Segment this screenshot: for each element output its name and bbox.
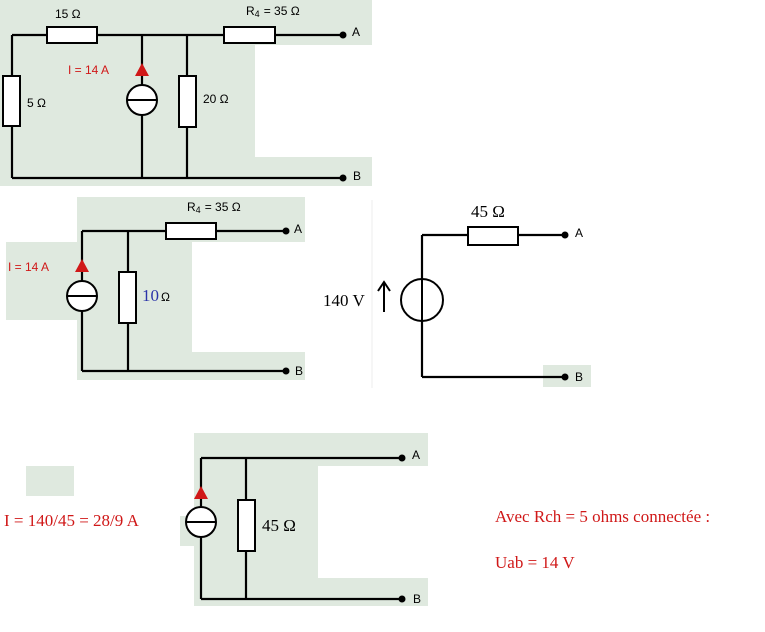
circuit-2-terminal-a-label: A [294, 222, 302, 236]
circuit-2-label-r4: R4= 35 Ω [187, 200, 241, 215]
circuit-1-terminal-a-dot [339, 31, 347, 39]
circuit-2-resistor-10-ohm [118, 271, 137, 324]
circuit-1-label-current: I = 14 A [68, 63, 109, 77]
circuit-1-terminal-a-label: A [352, 25, 360, 39]
circuit-1-resistor-r4 [223, 26, 276, 44]
circuit-4-current-arrow-icon [194, 486, 208, 499]
circuit-1-background-gap [255, 45, 372, 157]
circuit-3-terminal-a-dot [561, 231, 569, 239]
circuit-1: 15 Ω R4= 35 Ω I = 14 A 5 Ω 20 Ω A B [0, 0, 372, 186]
circuit-1-resistor-20-ohm [178, 75, 197, 128]
circuit-1-label-r4: R4= 35 Ω [246, 4, 300, 19]
circuit-2-background-gap [192, 242, 305, 352]
circuit-2-current-arrow-icon [75, 259, 89, 272]
circuit-4-formula-background [26, 466, 74, 496]
note-load-resistance: Avec Rch = 5 ohms connectée : [495, 507, 710, 526]
circuit-3-terminal-b-dot [561, 373, 569, 381]
circuit-1-current-arrow-icon [135, 63, 149, 76]
circuit-4-label-current-formula: I = 140/45 = 28/9 A [4, 511, 140, 530]
circuit-4-terminal-b-dot [398, 595, 406, 603]
circuit-3-terminal-b-label: B [575, 370, 583, 384]
note-output-voltage: Uab = 14 V [495, 553, 575, 572]
circuit-4-terminal-a-label: A [412, 448, 420, 462]
circuit-4: I = 140/45 = 28/9 A 45 Ω A B [4, 433, 428, 606]
circuit-2-terminal-b-dot [282, 367, 290, 375]
circuit-3-resistor-45-ohm [467, 226, 519, 246]
circuit-2-label-current: I = 14 A [8, 260, 49, 274]
circuit-1-label-20-ohm: 20 Ω [203, 92, 229, 106]
circuit-2-background-left [6, 242, 80, 320]
circuit-1-terminal-b-dot [339, 174, 347, 182]
circuit-4-background-gap [318, 466, 428, 578]
circuit-1-label-5-ohm: 5 Ω [27, 96, 46, 110]
circuit-3-voltage-arrow-head-icon [377, 280, 391, 292]
circuit-3-label-140-v: 140 V [323, 291, 365, 310]
circuit-1-resistor-5-ohm [2, 75, 21, 127]
circuit-4-label-45-ohm: 45 Ω [262, 516, 296, 535]
circuit-1-resistor-15-ohm [46, 26, 98, 44]
circuit-3-label-45-ohm: 45 Ω [471, 202, 505, 221]
circuit-2-terminal-a-dot [282, 227, 290, 235]
circuit-4-terminal-a-dot [398, 454, 406, 462]
circuit-4-resistor-45-ohm [237, 499, 256, 552]
circuit-2-terminal-b-label: B [295, 364, 303, 378]
circuit-2-resistor-r4 [165, 222, 217, 240]
circuit-3: 45 Ω 140 V A B [323, 200, 591, 388]
circuit-1-terminal-b-label: B [353, 169, 361, 183]
circuit-1-label-15-ohm: 15 Ω [55, 7, 81, 21]
circuit-3-terminal-a-label: A [575, 226, 583, 240]
circuit-4-terminal-b-label: B [413, 592, 421, 606]
